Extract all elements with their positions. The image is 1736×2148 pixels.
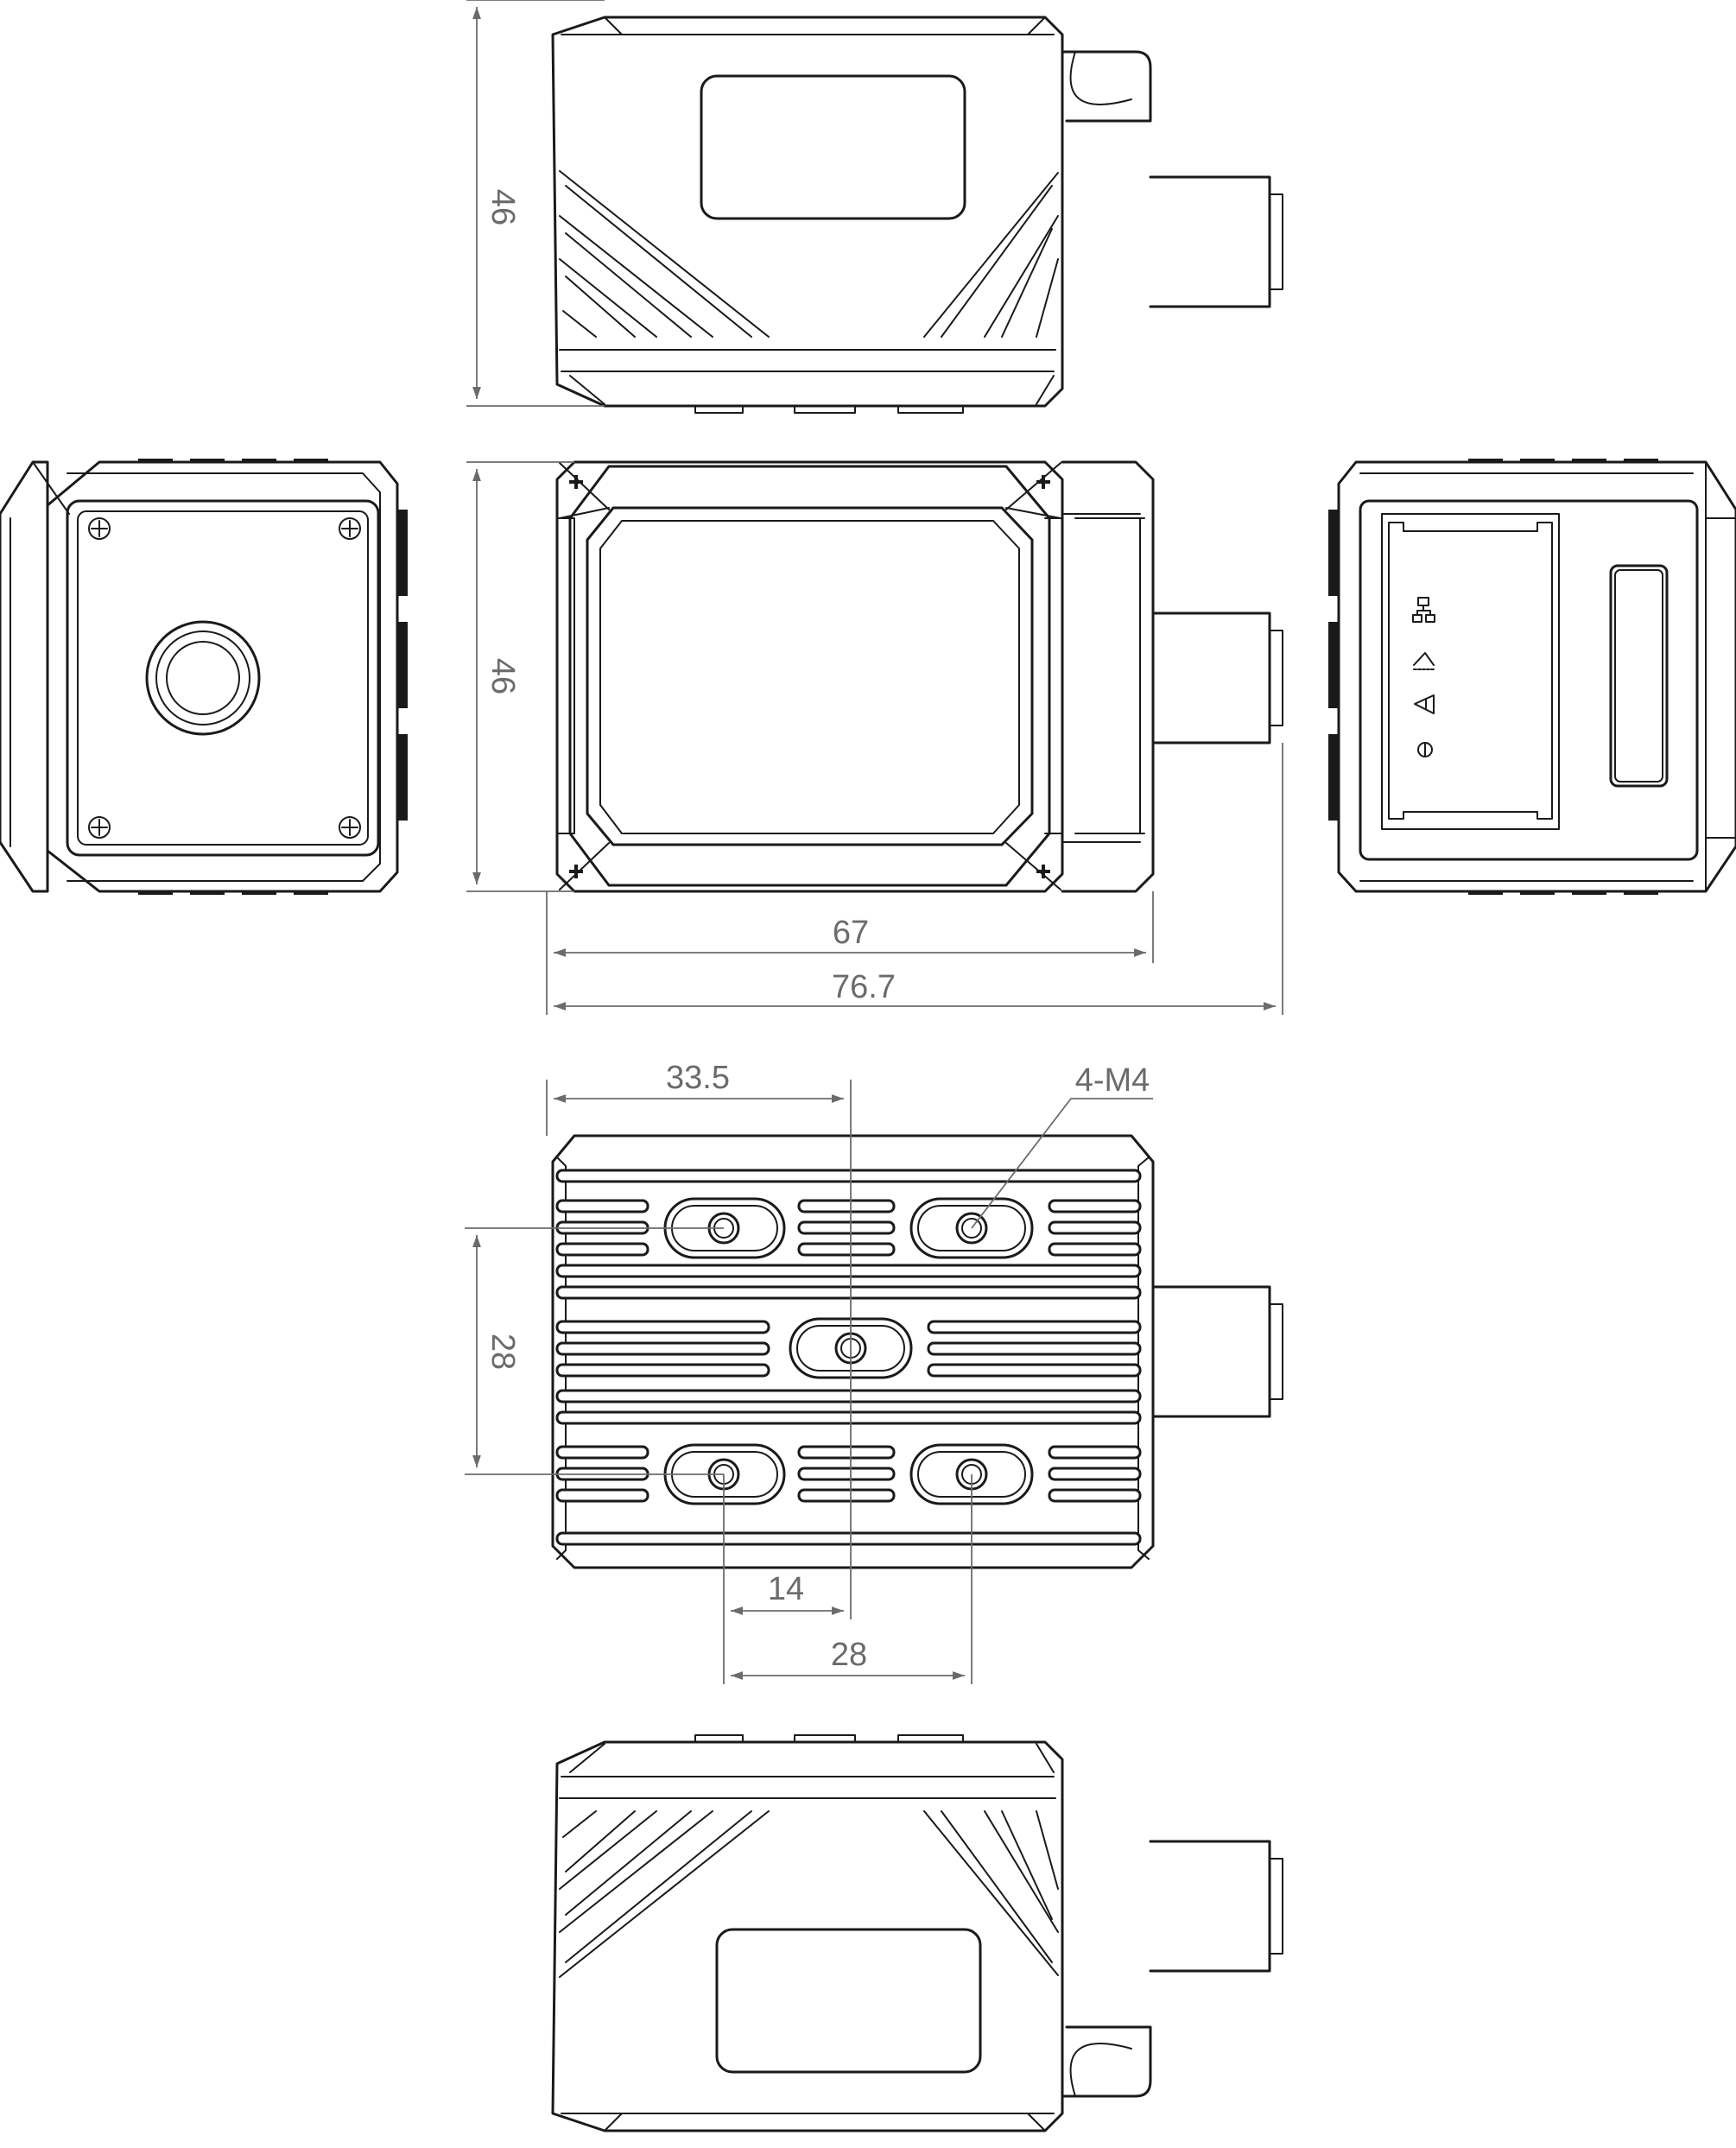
hole-offset-label: 33.5	[666, 1060, 730, 1096]
top-height-label: 46	[485, 189, 521, 225]
hole-spacing-large-label: 28	[831, 1637, 867, 1673]
top-view: 46	[466, 0, 1283, 414]
indicator-icons	[1412, 597, 1435, 757]
bottom-view: 33.5 4-M4 28 14 28	[465, 1060, 1283, 1684]
front-view: 46 67 76.7	[466, 460, 1283, 1015]
network-icon	[1412, 597, 1435, 623]
right-end-view	[1328, 459, 1736, 895]
warning-icon	[1414, 694, 1435, 714]
hole-spacing-small-label: 14	[768, 1571, 804, 1607]
trigger-icon	[1413, 652, 1435, 670]
body-length-label: 67	[833, 915, 869, 951]
power-icon	[1417, 742, 1433, 757]
thread-label: 4-M4	[1075, 1062, 1150, 1099]
left-end-view	[0, 459, 408, 895]
total-length-label: 76.7	[832, 969, 896, 1005]
mounting-holes	[663, 1197, 1034, 1505]
hole-pitch-vertical-label: 28	[485, 1334, 521, 1370]
front-height-label: 46	[485, 658, 521, 694]
side-view	[551, 1734, 1283, 2132]
